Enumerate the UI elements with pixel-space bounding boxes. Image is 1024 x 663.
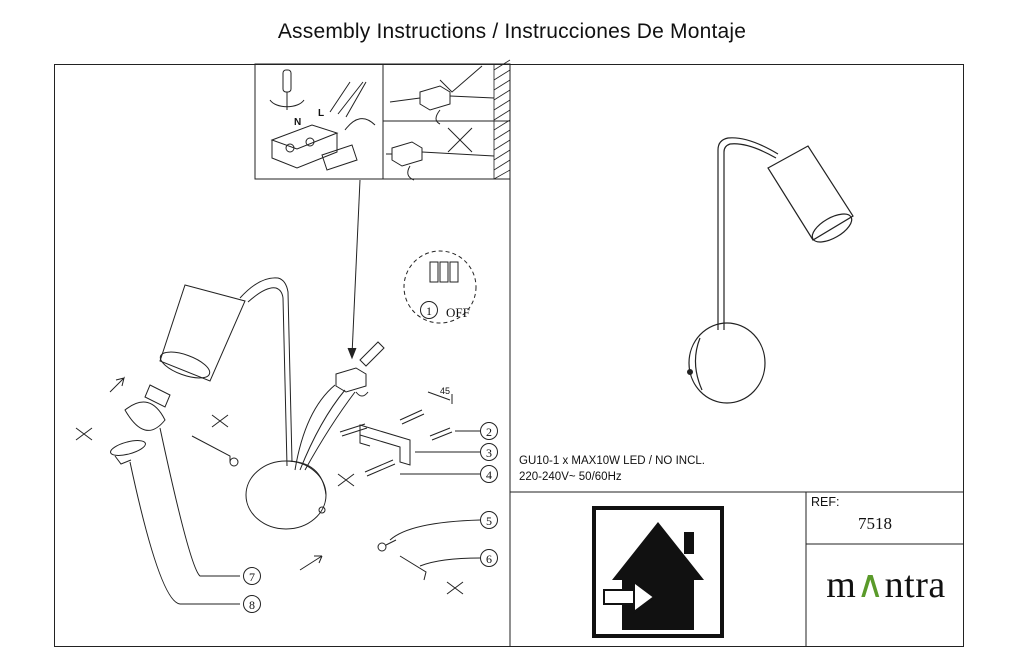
ref-value: 7518 <box>858 514 892 533</box>
indoor-use-house-icon <box>592 506 724 638</box>
lamp-front-view <box>687 137 854 404</box>
allen-key-left <box>191 435 231 462</box>
part-number-4: 4 <box>480 465 498 483</box>
live-label: L <box>318 108 325 119</box>
check-mark-icon <box>439 65 483 93</box>
part-number-6: 6 <box>480 549 498 567</box>
lamp-arm <box>239 277 293 463</box>
wall-plate <box>245 460 327 530</box>
spec-line-power: GU10-1 x MAX10W LED / NO INCL. <box>519 455 705 467</box>
part-number-2: 2 <box>480 422 498 440</box>
allen-key-bottom <box>399 555 427 581</box>
arrow-icon <box>299 555 323 571</box>
switch-off-label: OFF <box>446 305 470 320</box>
retaining-ring <box>110 440 146 465</box>
dimension-label: 45 <box>440 386 451 396</box>
screw-small <box>377 539 397 552</box>
brand-logo: m∧ntra <box>806 562 966 607</box>
gu10-bulb <box>124 384 171 431</box>
part-number-3: 3 <box>480 443 498 461</box>
rotate-icon <box>75 414 464 595</box>
arrow-icon <box>109 376 125 393</box>
brand-prefix: m <box>826 564 857 606</box>
screwdriver-icon <box>269 69 305 110</box>
switch-off-icon <box>403 250 477 324</box>
brand-suffix: ntra <box>884 564 946 606</box>
rotate-arrow-icon <box>344 118 376 131</box>
connector-block <box>335 341 385 397</box>
part-number-8: 8 <box>243 595 261 613</box>
connector-wrong <box>386 141 495 181</box>
cross-mark-icon <box>447 127 473 153</box>
spec-line-voltage: 220-240V~ 50/60Hz <box>519 471 622 483</box>
screws-and-dowels <box>339 391 453 477</box>
connector-correct <box>389 85 495 125</box>
neutral-label: N <box>294 117 302 128</box>
terminal-block <box>270 81 376 171</box>
switch-step-number: 1 <box>420 301 438 319</box>
wall-hatch <box>493 59 511 180</box>
ref-label: REF: <box>811 495 840 509</box>
part-number-5: 5 <box>480 511 498 529</box>
pointer-line <box>351 179 361 356</box>
mounting-bracket <box>359 424 411 466</box>
lamp-shade <box>159 284 246 382</box>
lamp-wires <box>294 384 356 471</box>
brand-accent: ∧ <box>856 564 885 606</box>
page-title: Assembly Instructions / Instrucciones De… <box>277 20 747 43</box>
part-number-7: 7 <box>243 567 261 585</box>
